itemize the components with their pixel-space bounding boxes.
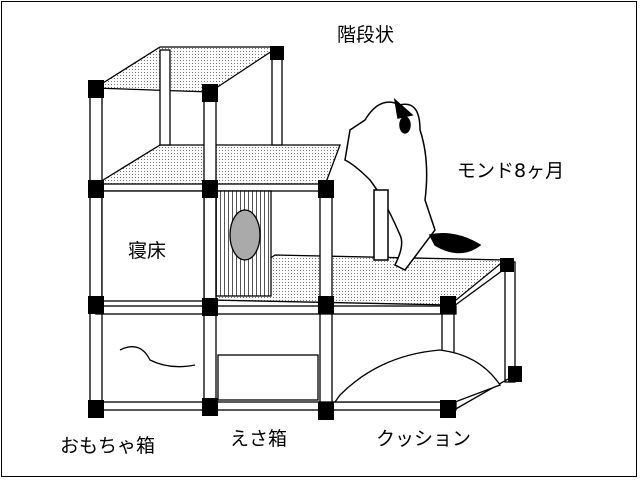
tunnel-hole xyxy=(229,209,261,261)
beam xyxy=(453,374,516,411)
mid-shelf xyxy=(92,144,341,186)
cat-label: モンド8ヶ月 xyxy=(457,160,565,182)
cushion-label: クッション xyxy=(376,428,472,450)
post xyxy=(159,49,171,146)
bed-box xyxy=(101,190,205,302)
cat-eye xyxy=(399,116,411,134)
cat-leg xyxy=(373,189,389,261)
food-box-label: えさ箱 xyxy=(230,428,288,450)
bed-label: 寝床 xyxy=(128,240,167,262)
title-label: 階段状 xyxy=(337,24,395,46)
beam xyxy=(95,401,457,411)
post xyxy=(89,89,103,411)
post xyxy=(504,261,516,383)
post xyxy=(203,93,217,411)
toy-box-label: おもちゃ箱 xyxy=(60,435,156,457)
cat xyxy=(344,98,482,271)
cushion xyxy=(333,349,501,403)
toy xyxy=(119,346,196,368)
beam xyxy=(95,305,457,315)
food-box xyxy=(217,354,319,401)
post xyxy=(271,49,283,146)
joints xyxy=(88,46,522,420)
top-shelf xyxy=(92,46,281,93)
cat-tail xyxy=(428,233,482,254)
